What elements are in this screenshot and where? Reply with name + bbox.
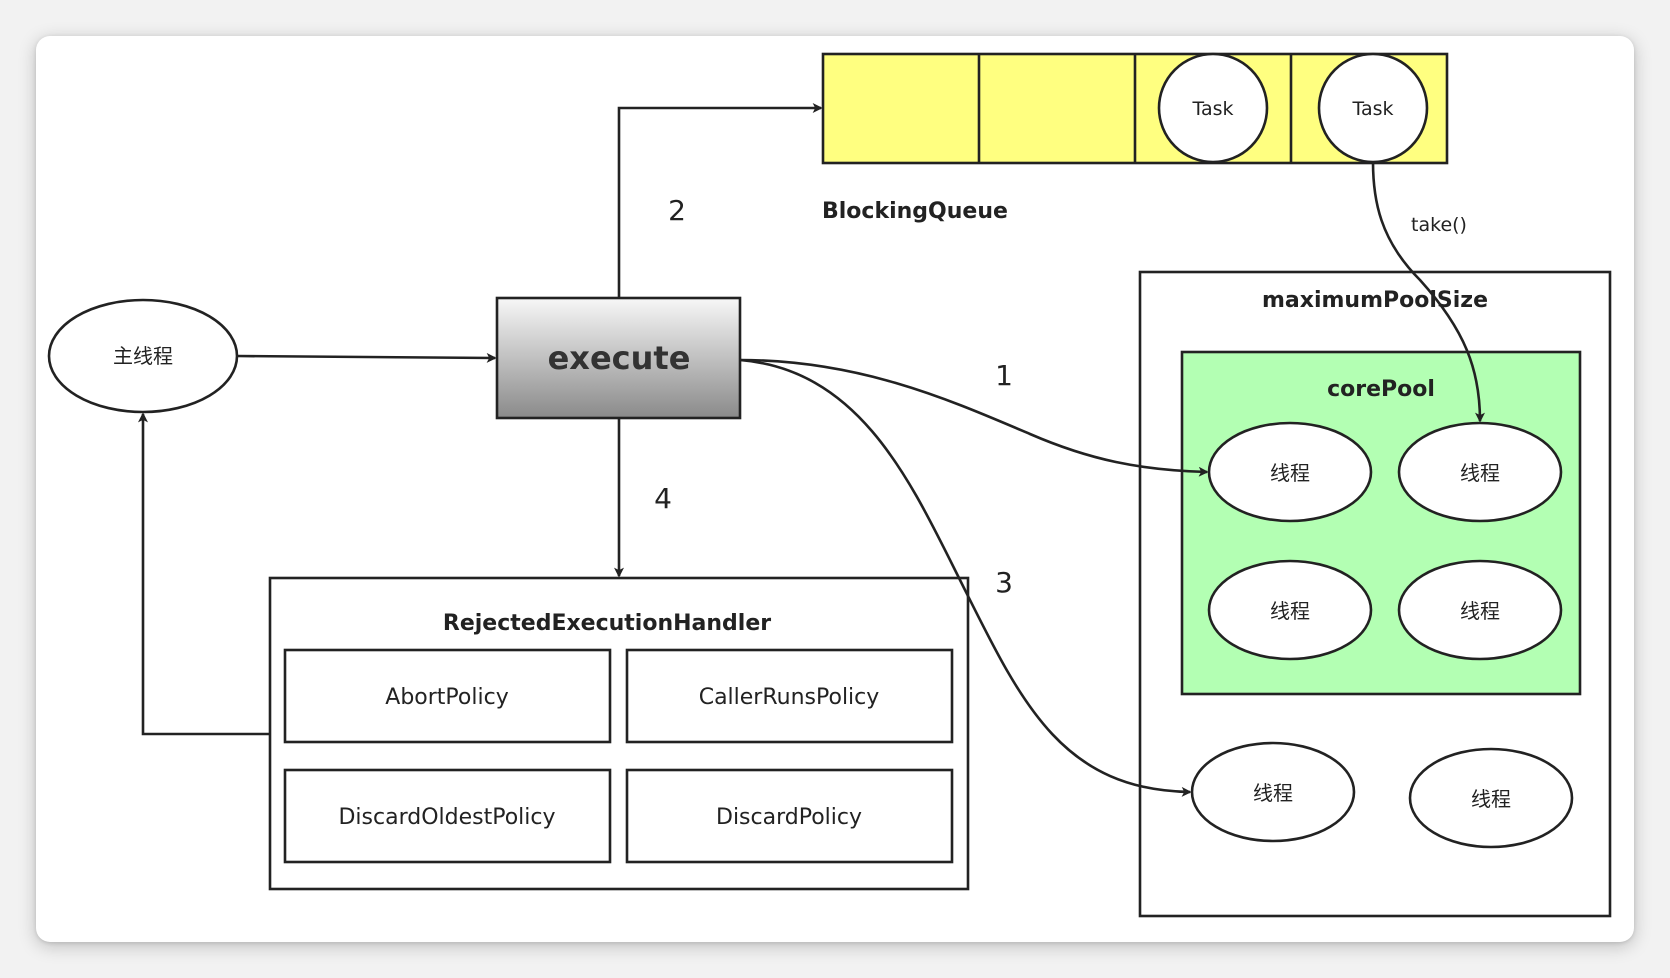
main-thread-node: 主线程 [47,298,239,414]
execute-node: execute [495,296,742,420]
extra-thread-1: 线程 [1190,741,1356,843]
maximum-pool: maximumPoolSize corePool 线程 线程 线程 线程 [1138,270,1612,918]
maximum-pool-title: maximumPoolSize [1262,288,1488,313]
policy-label: DiscardOldestPolicy [338,805,555,830]
core-thread-3: 线程 [1207,559,1373,661]
thread-ellipse [1408,747,1574,849]
core-pool-title: corePool [1327,377,1435,402]
policy-caller-runs: CallerRunsPolicy [625,648,954,744]
edge-execute-to-core-thread [739,358,1209,477]
execute-label: execute [548,339,691,377]
thread-label: 线程 [1270,461,1310,485]
edge-execute-to-extra-thread [739,358,1192,797]
step-label-2: 2 [668,194,686,227]
edge-main-to-execute [236,352,497,363]
policy-label: CallerRunsPolicy [699,685,880,710]
take-label: take() [1411,214,1467,236]
task-circle [1157,52,1269,164]
policy-box [625,648,954,744]
policy-box [625,768,954,864]
policy-label: AbortPolicy [385,685,508,710]
execute-box [495,296,742,420]
blocking-queue: Task Task BlockingQueue [821,52,1449,224]
queue-task-3: Task [1157,52,1269,164]
policy-discard-oldest: DiscardOldestPolicy [283,768,612,864]
edge-handler-to-main [138,412,270,736]
thread-label: 线程 [1471,787,1511,811]
task-label: Task [1191,98,1233,120]
policy-box [283,768,612,864]
thread-label: 线程 [1270,599,1310,623]
thread-label: 线程 [1253,781,1293,805]
core-thread-4: 线程 [1397,559,1563,661]
policy-discard: DiscardPolicy [625,768,954,864]
policy-label: DiscardPolicy [716,805,862,830]
core-pool: corePool 线程 线程 线程 线程 [1180,350,1582,696]
task-label: Task [1351,98,1393,120]
thread-label: 线程 [1460,461,1500,485]
queue-task-4: Task [1317,52,1429,164]
policy-abort: AbortPolicy [283,648,612,744]
edge-take-task-to-core-thread [1371,161,1485,423]
policy-box [283,648,612,744]
core-thread-2: 线程 [1397,421,1563,523]
rejected-handler-title: RejectedExecutionHandler [443,611,771,636]
thread-ellipse [1207,559,1373,661]
rejected-execution-handler: RejectedExecutionHandler AbortPolicy Cal… [268,576,970,891]
thread-ellipse [1207,421,1373,523]
extra-thread-2: 线程 [1408,747,1574,849]
thread-label: 线程 [1460,599,1500,623]
step-label-1: 1 [995,359,1013,392]
step-label-4: 4 [654,482,672,515]
main-thread-label: 主线程 [113,344,173,368]
thread-ellipse [1397,559,1563,661]
step-label-3: 3 [995,566,1013,599]
thread-ellipse [1397,421,1563,523]
core-thread-1: 线程 [1207,421,1373,523]
edge-execute-to-queue [617,103,823,298]
thread-ellipse [1190,741,1356,843]
blocking-queue-label: BlockingQueue [822,199,1008,224]
